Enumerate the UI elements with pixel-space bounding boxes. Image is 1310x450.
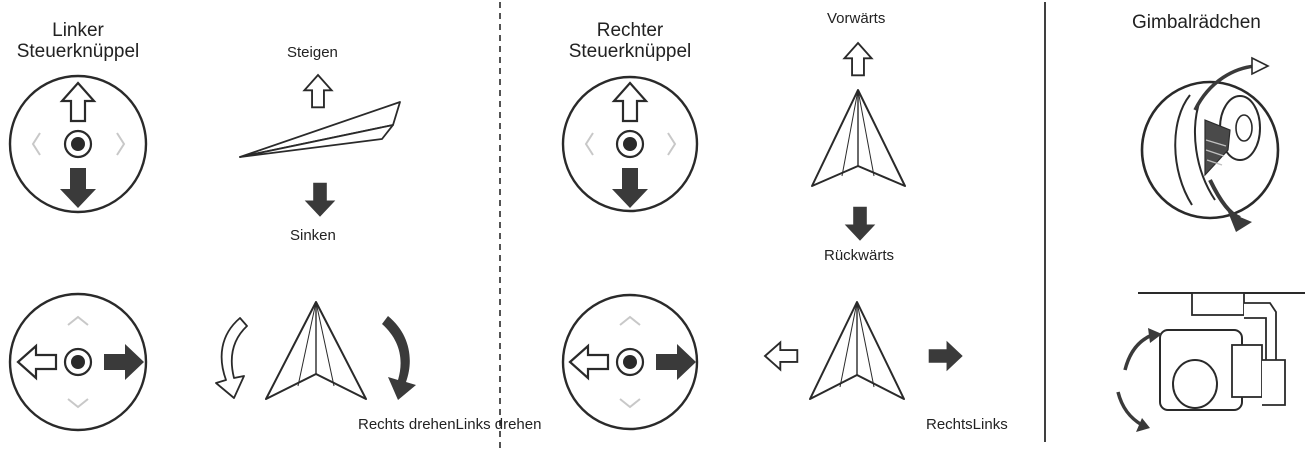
- plane-top-rotate-icon: [265, 301, 367, 400]
- gimbal-camera-icon: [1116, 292, 1305, 432]
- left-stick-title: Linker Steuerknüppel: [8, 20, 148, 62]
- plane-forward-icon: [811, 42, 906, 241]
- climb-label: Steigen: [287, 44, 338, 61]
- gimbal-title: Gimbalrädchen: [1132, 12, 1261, 33]
- gimbal-wheel-icon: [1140, 56, 1280, 232]
- plane-lateral-icon: [764, 301, 963, 400]
- left-stick-title-line2: Steuerknüppel: [16, 41, 140, 62]
- left-stick-vertical-icon: [8, 74, 148, 214]
- forward-label: Vorwärts: [827, 10, 886, 27]
- right-stick-title-line1: Rechter: [596, 20, 664, 41]
- plane-side-icon: [239, 74, 401, 217]
- rotate-label: Rechts drehenLinks drehen: [358, 416, 542, 433]
- left-stick-horizontal-icon: [8, 292, 148, 432]
- right-stick-horizontal-icon: [561, 293, 699, 431]
- descend-label: Sinken: [290, 227, 336, 244]
- left-stick-title-line1: Linker: [52, 20, 104, 41]
- right-stick-title: Rechter Steuerknüppel: [560, 20, 700, 62]
- rotate-left-arrow-icon: [215, 317, 248, 399]
- right-stick-vertical-icon: [561, 75, 699, 213]
- backward-label: Rückwärts: [824, 247, 895, 264]
- rotate-right-arrow-icon: [382, 316, 416, 400]
- side-label: RechtsLinks: [926, 416, 1008, 433]
- right-stick-title-line2: Steuerknüppel: [568, 41, 692, 62]
